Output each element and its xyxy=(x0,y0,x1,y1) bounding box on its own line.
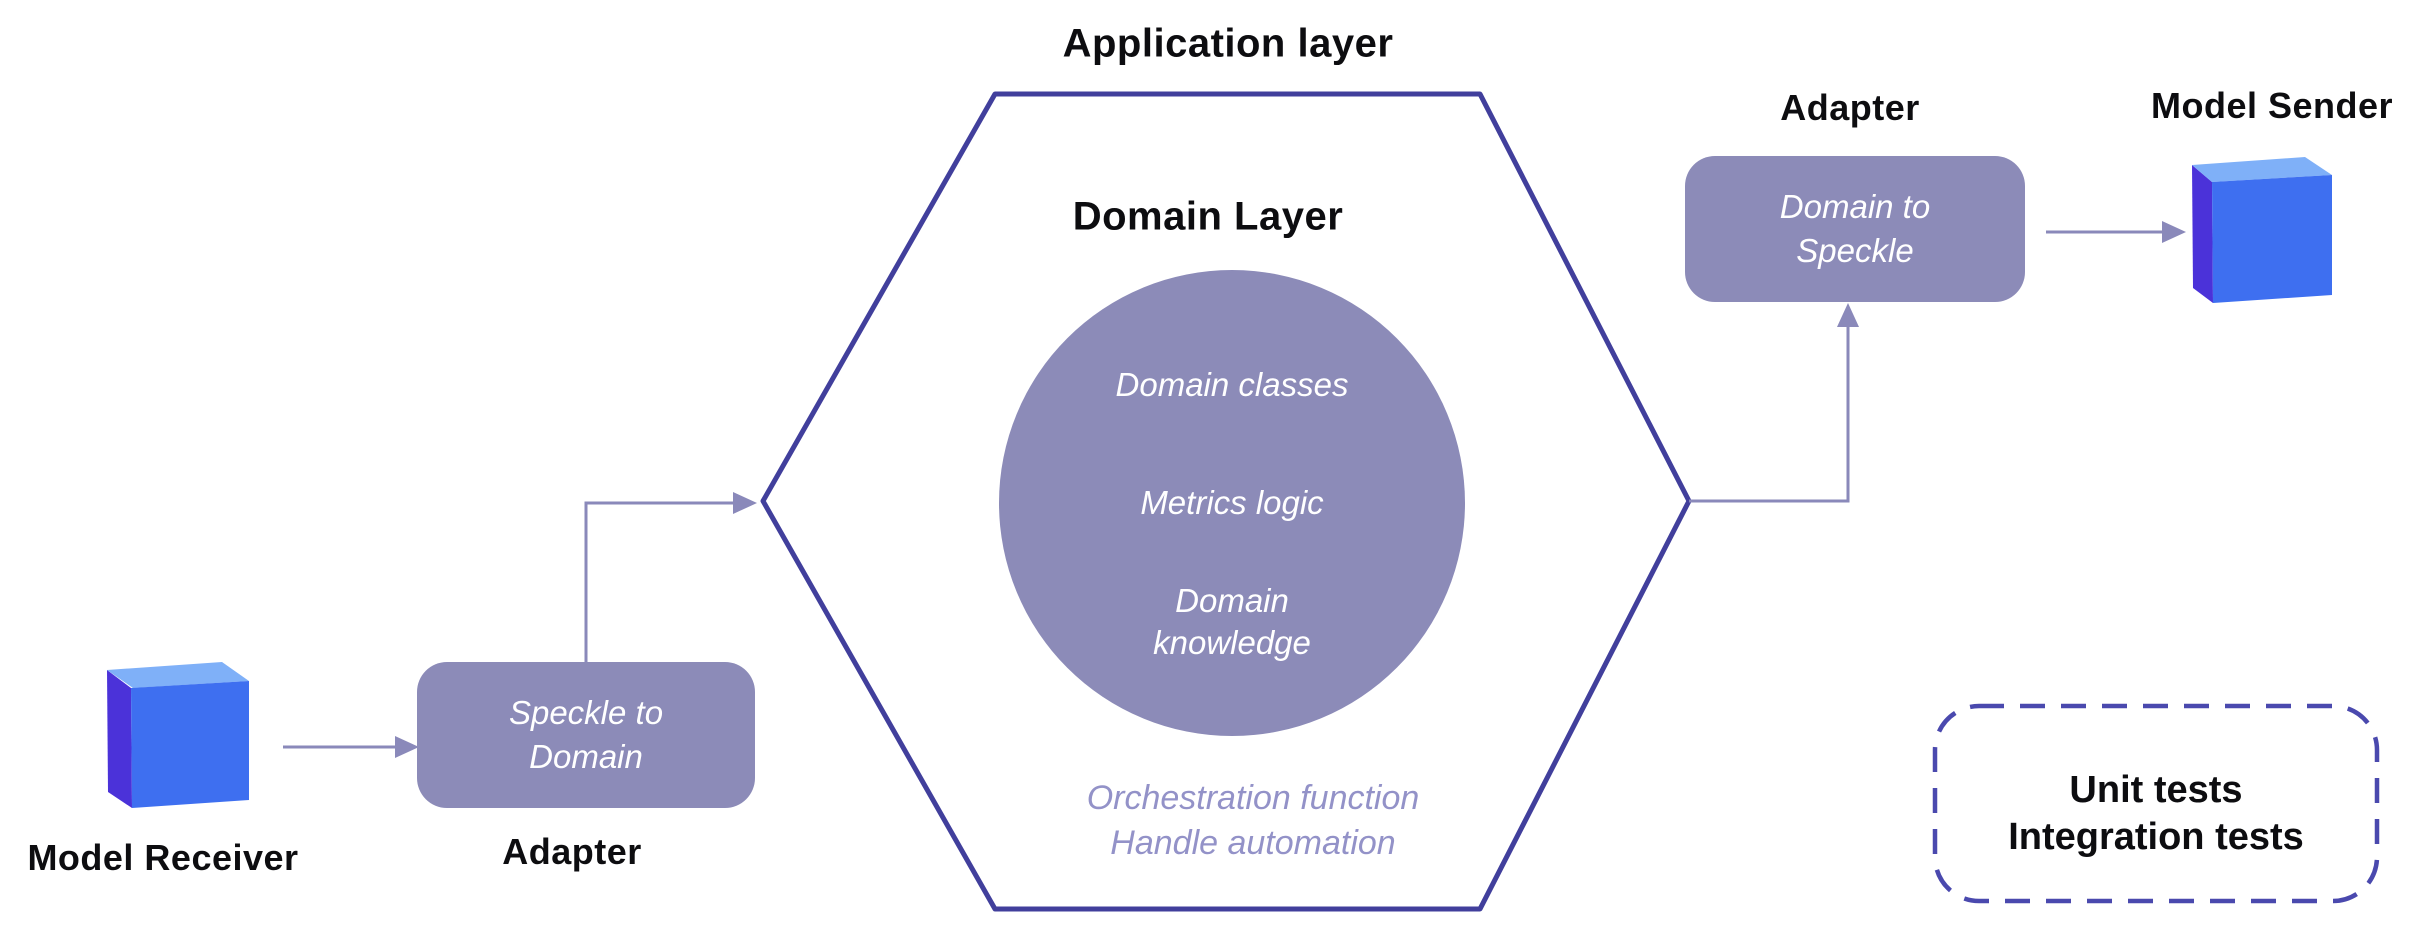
cube-side-face xyxy=(2192,165,2213,303)
adapter-in-box-line1: Speckle to xyxy=(508,694,664,731)
orchestration-note-line2: Handle automation xyxy=(1110,824,1396,862)
arrowhead-hexagon-to-adapter xyxy=(1837,303,1859,327)
cube-side-face xyxy=(107,670,132,808)
adapter-out-box-text: Domain to Speckle xyxy=(1780,185,1930,273)
adapter-in-box xyxy=(417,662,755,808)
model-receiver-label: Model Receiver xyxy=(27,837,299,878)
adapter-in-box-text: Speckle to Domain xyxy=(509,691,663,779)
tests-box-line2: Integration tests xyxy=(2008,816,2304,858)
application-layer-title: Application layer xyxy=(1062,21,1394,66)
domain-circle-item-metrics: Metrics logic xyxy=(1140,484,1324,521)
domain-layer-circle xyxy=(999,270,1465,736)
model-receiver-cube-icon xyxy=(107,662,249,808)
adapter-out-box-line1: Domain to xyxy=(1779,188,1931,225)
adapter-in-label: Adapter xyxy=(502,831,642,872)
orchestration-note: Orchestration function Handle automation xyxy=(1087,776,1420,866)
tests-box-text: Unit tests Integration tests xyxy=(2008,767,2304,861)
application-layer-hexagon xyxy=(760,91,1692,912)
domain-circle-item-knowledge: Domain knowledge xyxy=(1153,582,1311,661)
cube-top-face xyxy=(2192,157,2332,182)
adapter-in-box-line2: Domain xyxy=(529,738,643,775)
domain-circle-item-classes: Domain classes xyxy=(1115,366,1349,403)
tests-box-line1: Unit tests xyxy=(2069,769,2243,811)
arrowhead-receiver-to-adapter xyxy=(395,736,419,758)
domain-layer-title: Domain Layer xyxy=(1072,194,1344,239)
cube-top-face xyxy=(107,662,249,688)
arrowhead-adapter-to-sender xyxy=(2162,221,2186,243)
model-sender-cube-icon xyxy=(2192,157,2332,303)
adapter-out-label: Adapter xyxy=(1780,87,1920,128)
arrowhead-adapter-to-hexagon xyxy=(733,492,757,514)
model-sender-label: Model Sender xyxy=(2150,85,2394,126)
tests-dashed-box xyxy=(1932,703,2380,904)
adapter-out-box xyxy=(1685,156,2025,302)
adapter-out-box-line2: Speckle xyxy=(1796,232,1914,269)
connector-hexagon-to-adapter xyxy=(1689,325,1850,503)
cube-front-face xyxy=(2212,175,2332,303)
connector-adapter-to-hexagon xyxy=(584,501,735,662)
cube-front-face xyxy=(131,681,249,808)
orchestration-note-line1: Orchestration function xyxy=(1086,779,1420,817)
